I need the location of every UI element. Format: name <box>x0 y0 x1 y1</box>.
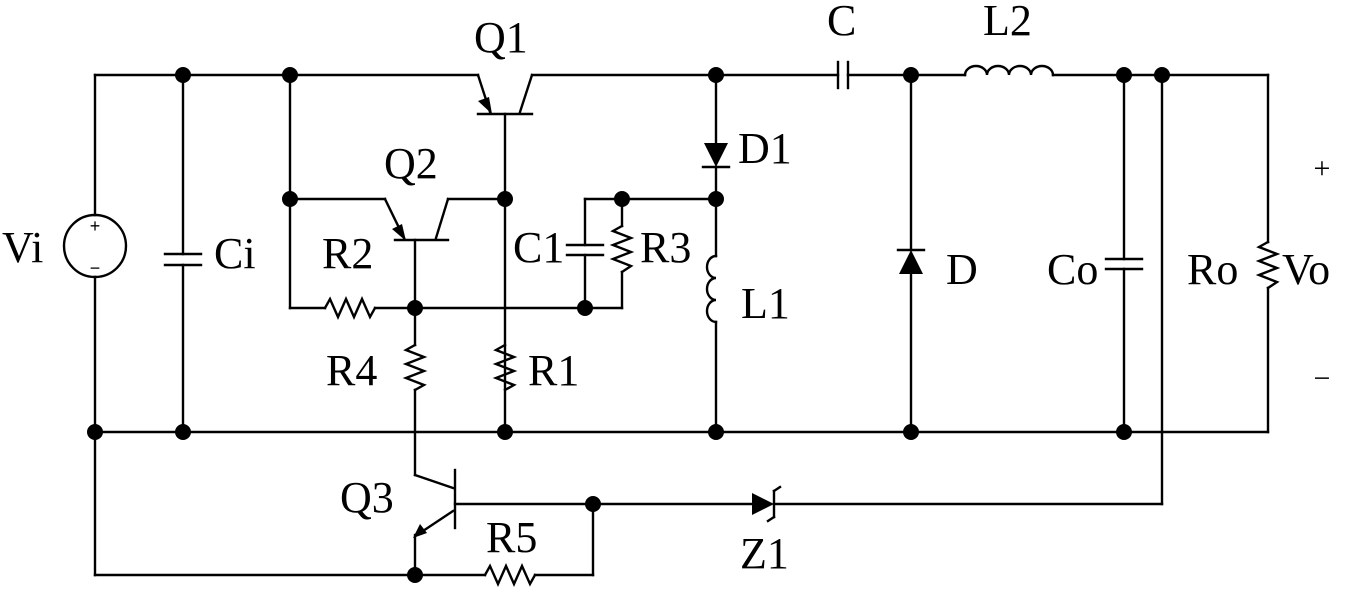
vo-minus-sign: − <box>1314 362 1331 395</box>
label-z1: Z1 <box>740 529 789 578</box>
inductor-l2 <box>965 66 1053 75</box>
capacitor-co <box>1106 75 1142 432</box>
label-c1: C1 <box>513 223 564 272</box>
diode-d1 <box>703 143 729 167</box>
capacitor-c <box>838 62 848 88</box>
diode-d <box>898 250 924 274</box>
label-vo: Vo <box>1282 245 1330 294</box>
resistor-r3 <box>613 199 631 308</box>
label-c: C <box>827 0 856 45</box>
transistor-q3 <box>413 470 455 575</box>
label-ro: Ro <box>1187 245 1238 294</box>
label-co: Co <box>1047 245 1098 294</box>
vo-plus-sign: + <box>1314 152 1331 185</box>
source-vi: + − <box>64 75 126 575</box>
capacitor-ci <box>165 75 201 432</box>
label-l2: L2 <box>983 0 1032 45</box>
inductor-l1 <box>707 256 716 322</box>
vi-plus-sign: + <box>90 216 101 236</box>
label-ci: Ci <box>214 229 256 278</box>
label-d1: D1 <box>738 124 792 173</box>
transistor-q2 <box>385 199 448 241</box>
resistor-r4 <box>406 308 424 475</box>
label-q1: Q1 <box>474 13 528 62</box>
resistor-r2 <box>325 299 375 317</box>
label-q3: Q3 <box>340 473 394 522</box>
junction-dots <box>87 67 1170 583</box>
vi-minus-sign: − <box>90 258 101 278</box>
label-r5: R5 <box>486 513 537 562</box>
label-vi: Vi <box>2 223 43 272</box>
label-r2: R2 <box>322 229 373 278</box>
label-r3: R3 <box>640 223 691 272</box>
label-r4: R4 <box>326 346 377 395</box>
capacitor-c1 <box>567 199 603 308</box>
resistor-r5 <box>485 566 535 584</box>
label-q2: Q2 <box>384 139 438 188</box>
label-d: D <box>946 245 978 294</box>
resistor-ro <box>1259 75 1277 432</box>
label-r1: R1 <box>528 346 579 395</box>
label-l1: L1 <box>741 279 790 328</box>
